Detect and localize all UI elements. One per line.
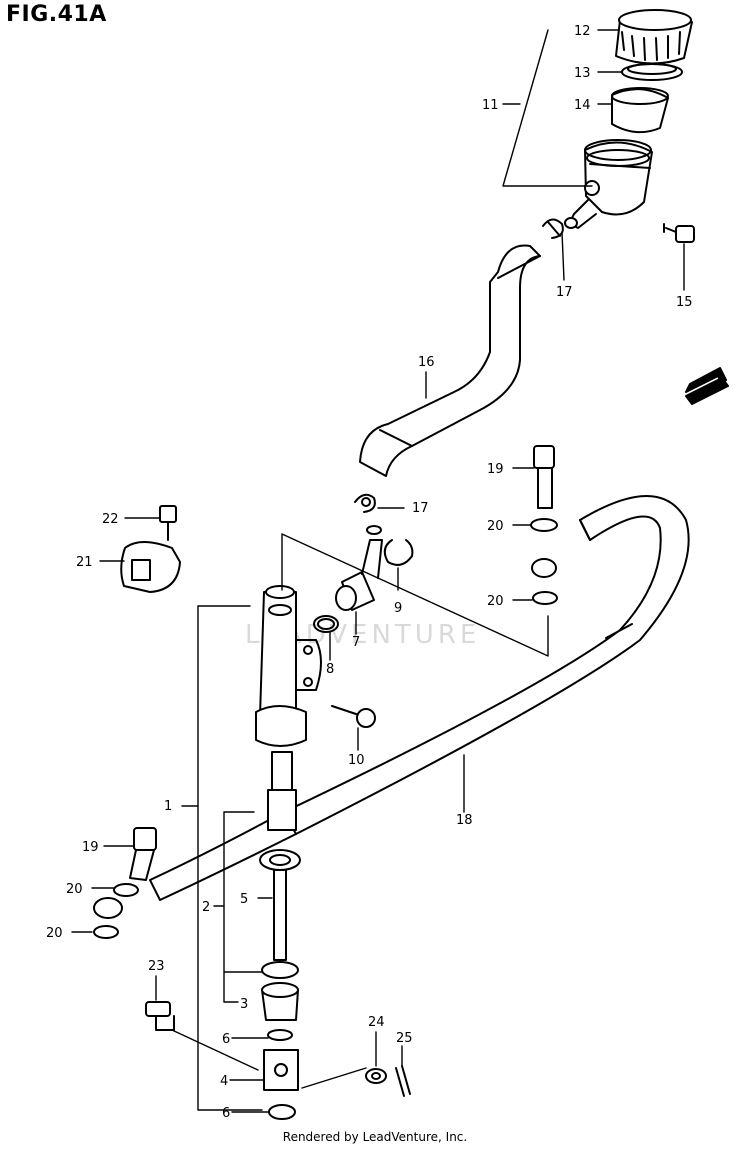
callout-1: 1	[164, 799, 172, 814]
hose-clamp-lower	[354, 493, 376, 513]
callout-8: 8	[326, 662, 334, 677]
washer-24	[365, 1068, 387, 1084]
figure-title: FIG.41A	[6, 2, 107, 27]
callout-10: 10	[348, 753, 365, 768]
callout-6-lower: 6	[222, 1106, 230, 1121]
cylinder-bracket	[120, 541, 181, 593]
callout-6-upper: 6	[222, 1032, 230, 1047]
callout-11: 11	[482, 98, 499, 113]
reservoir-body	[564, 139, 653, 229]
pivot-bolt	[145, 1001, 175, 1031]
callout-13: 13	[574, 66, 591, 81]
callout-22: 22	[102, 512, 119, 527]
reservoir-cap	[615, 9, 693, 65]
circlip	[383, 539, 414, 566]
master-cylinder	[255, 585, 322, 747]
callout-5: 5	[240, 892, 248, 907]
leader-lines	[71, 29, 685, 1113]
footer-credit: Rendered by LeadVenture, Inc.	[282, 1130, 468, 1144]
callout-20-upper-a: 20	[487, 519, 504, 534]
callout-15: 15	[676, 295, 693, 310]
reservoir-diaphragm	[611, 87, 669, 134]
callout-20-upper-b: 20	[487, 594, 504, 609]
callout-labels: 12 13 14 11 17 15 16 17 19 20 20 22 21 9…	[46, 24, 693, 1121]
callout-24: 24	[368, 1015, 385, 1030]
callout-7: 7	[352, 635, 360, 650]
callout-14: 14	[574, 98, 591, 113]
hose-clamp-upper	[542, 218, 564, 239]
callout-4: 4	[220, 1074, 228, 1089]
reservoir-bolt	[663, 223, 695, 243]
callout-17-upper: 17	[556, 285, 573, 300]
callout-3: 3	[240, 997, 248, 1012]
reservoir-hose	[359, 244, 541, 477]
callout-21: 21	[76, 555, 93, 570]
union-bolt-upper	[530, 445, 558, 605]
callout-19-upper: 19	[487, 462, 504, 477]
callout-20-lower-a: 20	[66, 882, 83, 897]
callout-9: 9	[394, 601, 402, 616]
fwd-arrow	[685, 367, 729, 405]
reservoir-plate	[621, 63, 683, 81]
union-bolt-lower	[93, 827, 157, 939]
push-rod-assembly	[259, 751, 301, 1120]
callout-16: 16	[418, 355, 435, 370]
callout-19-lower: 19	[82, 840, 99, 855]
callout-20-lower-b: 20	[46, 926, 63, 941]
brake-hose	[149, 495, 690, 901]
cotter-pin	[395, 1065, 411, 1097]
callout-25: 25	[396, 1031, 413, 1046]
callout-2: 2	[202, 900, 210, 915]
mounting-bolt	[331, 705, 376, 728]
bracket-bolt	[159, 505, 177, 541]
callout-23: 23	[148, 959, 165, 974]
hose-joint	[335, 525, 383, 611]
callout-17-lower: 17	[412, 501, 429, 516]
callout-18: 18	[456, 813, 473, 828]
callout-12: 12	[574, 24, 591, 39]
o-ring	[313, 615, 339, 633]
